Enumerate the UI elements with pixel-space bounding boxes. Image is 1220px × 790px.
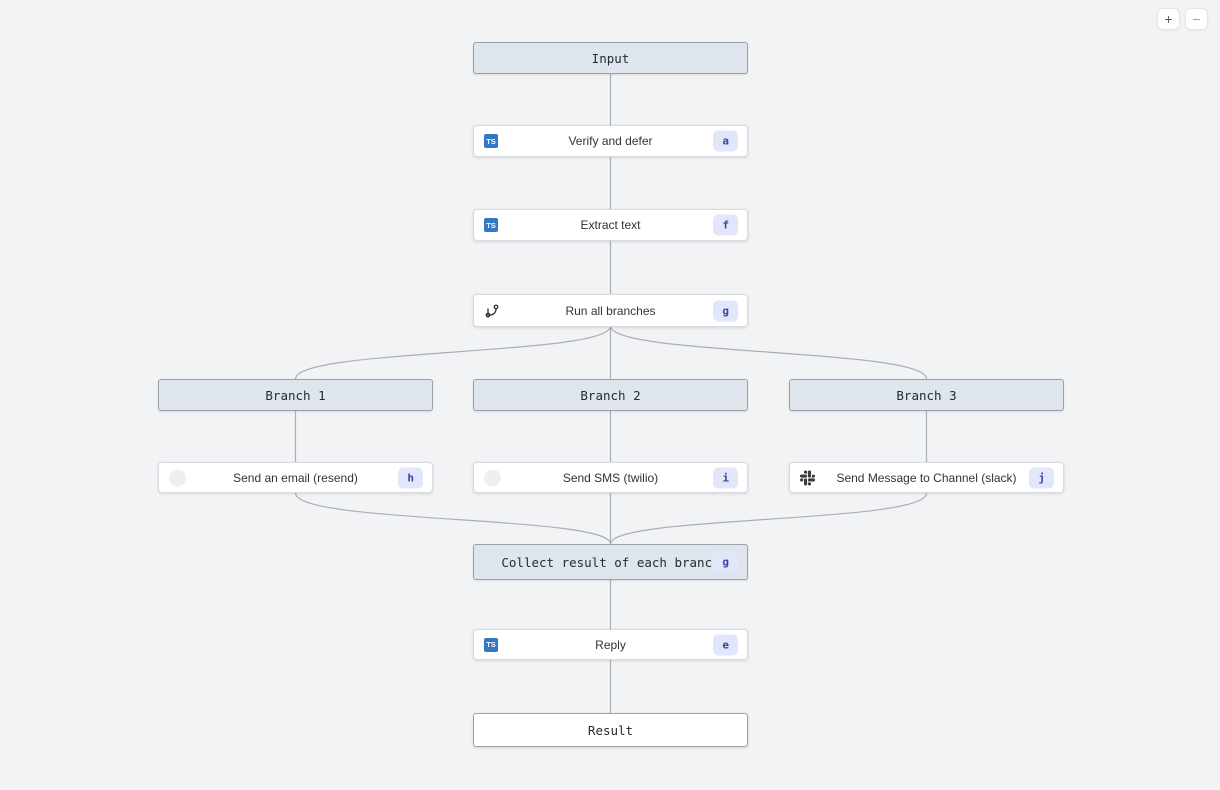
- node-collect-result[interactable]: Collect result of each branch g: [473, 544, 748, 580]
- resend-icon: [169, 469, 186, 486]
- node-send-sms[interactable]: Send SMS (twilio) i: [473, 462, 748, 493]
- node-branch-2[interactable]: Branch 2: [473, 379, 748, 411]
- node-label: Collect result of each branch: [501, 554, 720, 570]
- node-reply[interactable]: TS Reply e: [473, 629, 748, 660]
- zoom-in-button[interactable]: +: [1157, 8, 1180, 30]
- node-label: Run all branches: [565, 303, 656, 318]
- node-label: Send an email (resend): [233, 470, 358, 485]
- node-label: Branch 2: [580, 387, 641, 403]
- node-result[interactable]: Result: [473, 713, 748, 747]
- node-badge: i: [713, 467, 738, 488]
- node-badge: g: [713, 551, 738, 573]
- node-badge: f: [713, 214, 738, 236]
- node-label: Send SMS (twilio): [562, 470, 659, 485]
- node-send-email[interactable]: Send an email (resend) h: [158, 462, 433, 493]
- node-badge: a: [713, 130, 738, 152]
- node-badge: e: [713, 634, 738, 655]
- node-label: Reply: [595, 637, 626, 652]
- slack-icon: [800, 470, 815, 485]
- node-label: Input: [591, 50, 630, 66]
- zoom-out-button[interactable]: −: [1185, 8, 1208, 30]
- node-verify-and-defer[interactable]: TS Verify and defer a: [473, 125, 748, 157]
- node-branch-3[interactable]: Branch 3: [789, 379, 1064, 411]
- typescript-icon: TS: [484, 637, 498, 652]
- node-badge: g: [713, 300, 738, 321]
- node-label: Send Message to Channel (slack): [836, 470, 1017, 485]
- node-branch-1[interactable]: Branch 1: [158, 379, 433, 411]
- node-input[interactable]: Input: [473, 42, 748, 74]
- node-run-all-branches[interactable]: Run all branches g: [473, 294, 748, 327]
- zoom-controls: + −: [1157, 8, 1208, 30]
- node-label: Result: [587, 722, 634, 738]
- node-extract-text[interactable]: TS Extract text f: [473, 209, 748, 241]
- node-label: Extract text: [580, 218, 641, 232]
- node-label: Branch 3: [896, 387, 957, 403]
- node-badge: h: [398, 467, 423, 488]
- node-label: Branch 1: [265, 387, 326, 403]
- twilio-icon: [484, 469, 501, 486]
- node-send-slack[interactable]: Send Message to Channel (slack) j: [789, 462, 1064, 493]
- git-branch-icon: [484, 303, 500, 319]
- node-label: Verify and defer: [568, 134, 653, 148]
- typescript-icon: TS: [484, 134, 498, 148]
- typescript-icon: TS: [484, 218, 498, 232]
- node-badge: j: [1029, 467, 1054, 488]
